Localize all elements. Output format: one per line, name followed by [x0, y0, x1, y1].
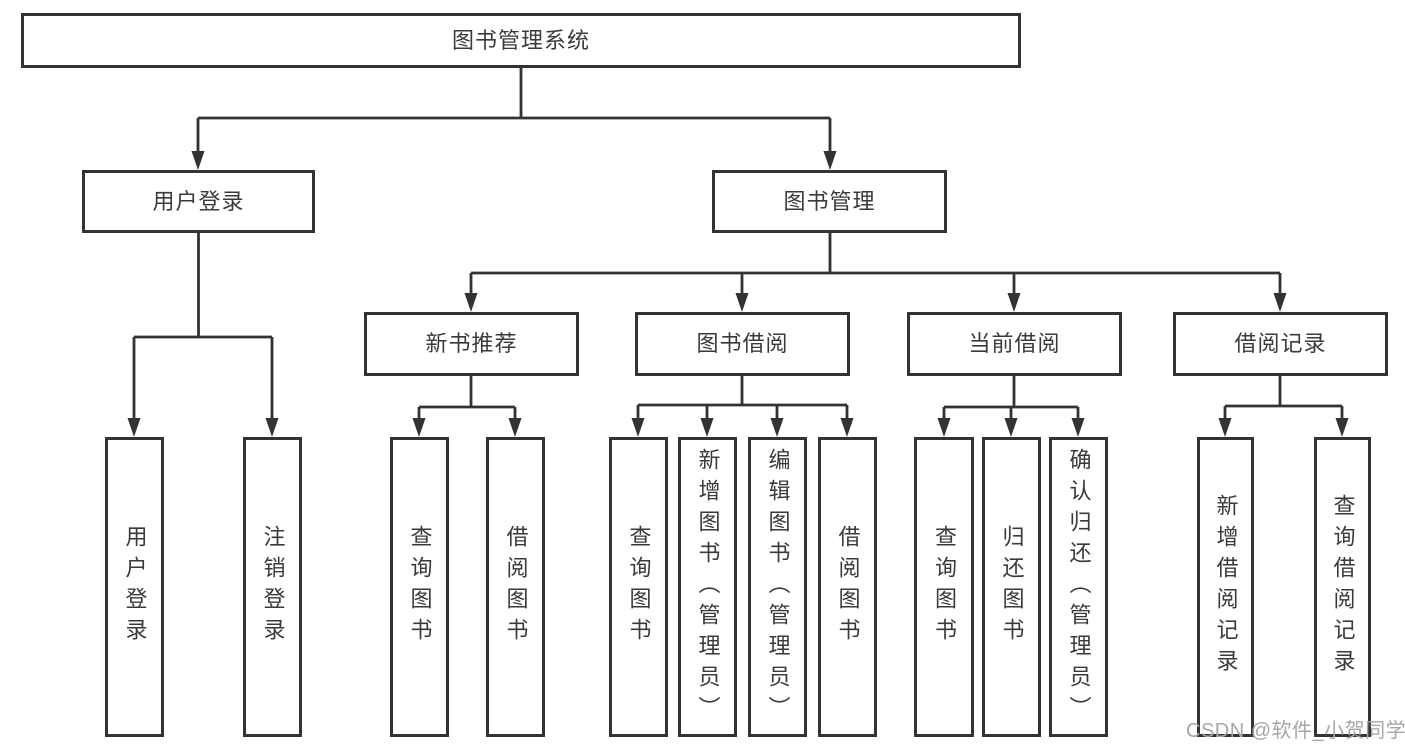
leaf-add-borrow-record: 新增借阅记录 [1197, 437, 1254, 737]
leaf-edit-book-admin: 编辑图书（管理员） [748, 437, 807, 737]
arrowhead-icon [840, 418, 854, 437]
arrowhead-icon [937, 418, 951, 437]
arrowhead-icon [464, 293, 478, 312]
arrowhead-icon [412, 418, 426, 437]
arrowhead-icon [770, 418, 784, 437]
leaf-label: 查询图书 [932, 525, 957, 649]
node-borrow-records: 借阅记录 [1173, 312, 1388, 376]
leaf-query-books-recommend: 查询图书 [390, 437, 449, 737]
node-label: 用户登录 [152, 188, 245, 214]
leaf-label: 确认归还（管理员） [1066, 447, 1092, 727]
leaf-query-books-current: 查询图书 [914, 437, 974, 737]
node-label: 借阅记录 [1234, 331, 1327, 356]
arrowhead-icon [735, 293, 749, 312]
leaf-label: 借阅图书 [503, 525, 529, 649]
leaf-label: 查询图书 [407, 525, 433, 649]
leaf-return-books: 归还图书 [982, 437, 1041, 737]
node-label: 当前借阅 [968, 331, 1061, 356]
arrowhead-icon [631, 418, 645, 437]
leaf-label: 注销登录 [260, 525, 286, 649]
node-library-system: 图书管理系统 [21, 13, 1021, 68]
leaf-add-book-admin: 新增图书（管理员） [678, 437, 737, 737]
leaf-label: 查询图书 [626, 525, 652, 649]
leaf-confirm-return-admin: 确认归还（管理员） [1049, 437, 1108, 737]
leaf-query-books-borrow: 查询图书 [609, 437, 668, 737]
arrowhead-icon [1007, 293, 1021, 312]
leaf-label: 借阅图书 [835, 525, 861, 649]
node-book-management: 图书管理 [712, 170, 947, 233]
leaf-user-login: 用户登录 [105, 437, 164, 737]
arrowhead-icon [1004, 418, 1018, 437]
leaf-borrow-books-recommend: 借阅图书 [486, 437, 545, 737]
node-book-borrow: 图书借阅 [635, 312, 850, 376]
leaf-label: 归还图书 [999, 525, 1025, 649]
leaf-label: 新增借阅记录 [1213, 494, 1239, 680]
arrowhead-icon [1273, 293, 1287, 312]
node-label: 图书管理系统 [451, 27, 590, 53]
arrowhead-icon [1218, 418, 1232, 437]
leaf-borrow-books: 借阅图书 [818, 437, 877, 737]
node-user-login: 用户登录 [82, 170, 315, 233]
leaf-label: 用户登录 [122, 525, 148, 649]
arrowhead-icon [1335, 418, 1349, 437]
leaf-label: 新增图书（管理员） [695, 447, 721, 727]
arrowhead-icon [508, 418, 522, 437]
leaf-label: 编辑图书（管理员） [765, 447, 791, 727]
arrowhead-icon [127, 418, 141, 437]
leaf-label: 查询借阅记录 [1330, 494, 1356, 680]
watermark: CSDN @软件_小贺同学 [1186, 720, 1405, 742]
arrowhead-icon [265, 418, 279, 437]
node-label: 图书借阅 [696, 331, 789, 356]
node-label: 图书管理 [783, 188, 876, 214]
leaf-query-borrow-record: 查询借阅记录 [1314, 437, 1371, 737]
arrowhead-icon [1071, 418, 1085, 437]
arrowhead-icon [191, 151, 205, 170]
node-label: 新书推荐 [425, 331, 518, 356]
leaf-logout: 注销登录 [243, 437, 302, 737]
node-current-borrow: 当前借阅 [907, 312, 1122, 376]
arrowhead-icon [700, 418, 714, 437]
arrowhead-icon [823, 151, 837, 170]
node-new-book-recommend: 新书推荐 [364, 312, 579, 376]
